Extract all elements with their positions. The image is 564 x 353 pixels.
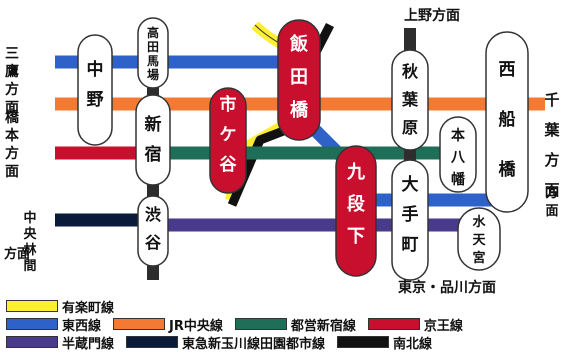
legend-label: 有楽町線 (62, 300, 115, 316)
legend-item-chuo: JR中央線 (113, 315, 223, 334)
legend-swatch (6, 300, 58, 312)
direction-chiba: 千葉方面 (543, 91, 560, 199)
station-motoyawata[interactable] (439, 116, 477, 193)
legend-row-2: 東西線 JR中央線 都営新宿線 京王線 (6, 315, 475, 334)
station-takadanobaba[interactable] (137, 17, 169, 89)
station-akihabara[interactable] (391, 49, 429, 151)
station-otemachi[interactable] (391, 159, 429, 281)
label-nakano: 中野 (87, 59, 104, 110)
legend-swatch (113, 318, 166, 330)
direction-right-mid: 方面 (545, 185, 558, 219)
legend-item-hanzomon: 半蔵門線 (6, 333, 114, 352)
label-shibuya: 渋谷 (145, 205, 162, 252)
station-suitengumae[interactable] (457, 207, 501, 271)
legend-item-tozai: 東西線 (6, 315, 101, 334)
legend-swatch (6, 318, 58, 330)
label-motoyawata: 本八幡 (450, 127, 466, 188)
legend-label: 半蔵門線 (62, 336, 115, 352)
legend-label: JR中央線 (169, 318, 223, 334)
legend-label: 京王線 (423, 318, 463, 334)
label-takadanobaba: 高田馬場 (147, 25, 159, 82)
station-shinjuku[interactable] (135, 94, 171, 186)
label-kudanshita: 九段下 (346, 162, 366, 247)
legend-item-tokyu: 東急新玉川線田園都市線 (126, 333, 325, 352)
label-akihabara: 秋葉原 (401, 62, 419, 137)
label-iidabashi: 飯田橋 (289, 33, 309, 121)
label-shinjuku: 新宿 (145, 114, 162, 165)
station-ichigaya[interactable] (209, 87, 247, 194)
legend-swatch (6, 336, 58, 348)
station-iidabashi[interactable] (277, 19, 321, 141)
direction-mitaka: 三鷹方面 (5, 46, 19, 116)
legend-label: 南北線 (393, 336, 433, 352)
legend-swatch (337, 336, 390, 348)
legend-row-3: 半蔵門線 東急新玉川線田園都市線 南北線 (6, 333, 444, 352)
legend-item-nanboku: 南北線 (337, 333, 432, 352)
legend-item-yurakucho: 有楽町線 (6, 297, 114, 316)
legend-item-keio: 京王線 (367, 315, 463, 334)
label-otemachi: 大手町 (402, 174, 419, 255)
legend-label: 東西線 (62, 318, 102, 334)
station-shibuya[interactable] (137, 195, 169, 267)
legend-label: 都営新宿線 (290, 318, 356, 334)
station-kudanshita[interactable] (335, 145, 377, 277)
label-suitengumae: 水天宮 (472, 214, 486, 266)
legend-swatch (367, 318, 420, 330)
direction-tokyo-shinagawa: 東京・品川方面 (398, 279, 496, 296)
direction-chuorinkan: 中央林間 (23, 210, 37, 274)
legend-swatch (234, 318, 287, 330)
legend-row-1: 有楽町線 (6, 297, 126, 316)
direction-hamen: 方面 (4, 246, 30, 262)
legend-label: 東急新玉川線田園都市線 (182, 336, 326, 352)
legend-item-toei-shinjuku: 都営新宿線 (234, 315, 356, 334)
direction-hashimoto: 橋本方面 (5, 109, 20, 180)
direction-ueno: 上野方面 (404, 7, 460, 24)
label-nishifunabashi: 西船橋 (499, 60, 517, 180)
station-nakano[interactable] (77, 34, 113, 146)
legend-swatch (126, 336, 179, 348)
station-nishifunabashi[interactable] (485, 31, 529, 213)
label-ichigaya: 市ケ谷 (220, 94, 238, 175)
legend: 有楽町線 東西線 JR中央線 都営新宿線 京王線 半蔵門線 東急新玉川線田園都市… (0, 296, 564, 353)
